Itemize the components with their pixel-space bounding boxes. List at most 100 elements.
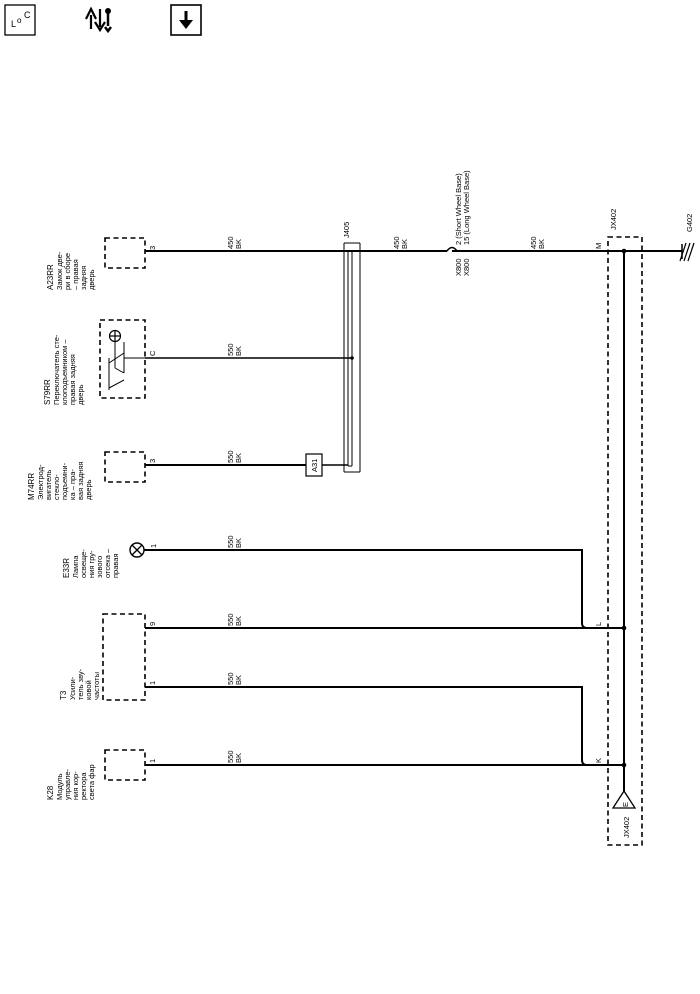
svg-text:E33R: E33R <box>62 558 71 578</box>
t3-label: T3 Усили- тель зву- ковой частоты <box>59 668 101 700</box>
switch-icon <box>108 329 145 390</box>
s79rr-pin: C <box>148 350 157 356</box>
e33r-label: E33R Лампа освеще- ния гру- зового отсек… <box>62 548 120 578</box>
a23rr-label: A23RR Замок две- ри в сборе – правая зад… <box>46 251 96 290</box>
t3-pin-9: 9 <box>148 622 157 626</box>
svg-text:дверь: дверь <box>76 384 85 405</box>
svg-text:BK: BK <box>234 239 243 249</box>
svg-text:450: 450 <box>529 236 538 249</box>
svg-text:J405: J405 <box>342 222 351 238</box>
wire-t3-9-label: 550 BK <box>226 613 243 626</box>
svg-text:света фар: света фар <box>87 764 96 800</box>
svg-text:M: M <box>594 243 603 249</box>
svg-text:15 (Long Wheel Base): 15 (Long Wheel Base) <box>462 170 471 245</box>
signal-flow-button[interactable] <box>85 6 112 34</box>
svg-text:тель зву-: тель зву- <box>76 668 85 700</box>
svg-text:правая задняя: правая задняя <box>68 354 77 405</box>
svg-text:550: 550 <box>226 343 235 356</box>
svg-text:подъемни-: подъемни- <box>60 462 69 500</box>
wire-t3-1 <box>145 686 624 766</box>
svg-text:BK: BK <box>234 453 243 463</box>
m74rr-component <box>104 451 146 483</box>
svg-text:S79RR: S79RR <box>43 379 52 405</box>
svg-text:X800: X800 <box>462 258 471 276</box>
svg-text:L: L <box>11 19 16 29</box>
down-arrow-icon <box>179 11 193 29</box>
svg-text:правая: правая <box>111 553 120 578</box>
svg-text:450: 450 <box>392 236 401 249</box>
svg-text:вигатель: вигатель <box>44 470 53 500</box>
k28-component <box>104 749 146 781</box>
e33r-pin: 1 <box>149 544 158 548</box>
svg-text:Лампа: Лампа <box>71 555 80 578</box>
svg-text:Переключатель сте-: Переключатель сте- <box>52 334 61 405</box>
svg-text:Замок две-: Замок две- <box>55 251 64 290</box>
svg-text:освеще-: освеще- <box>79 549 88 578</box>
svg-text:550: 550 <box>226 613 235 626</box>
j405-label: J405 <box>342 222 351 238</box>
svg-text:BK: BK <box>234 538 243 548</box>
svg-text:C: C <box>148 350 157 356</box>
location-view-button[interactable]: L o C <box>4 4 36 36</box>
svg-text:управле-: управле- <box>63 768 72 800</box>
k28-pin: 1 <box>148 759 157 763</box>
svg-text:T3: T3 <box>59 690 68 700</box>
wire-a23rr-label-2: 450 BK <box>392 236 409 249</box>
svg-text:BK: BK <box>234 616 243 626</box>
svg-text:450: 450 <box>226 236 235 249</box>
svg-text:A23RR: A23RR <box>46 264 55 290</box>
svg-text:зового: зового <box>95 556 104 578</box>
svg-text:Усили-: Усили- <box>68 676 77 700</box>
svg-text:K28: K28 <box>46 785 55 800</box>
x800-connector-icon <box>446 246 458 252</box>
svg-text:BK: BK <box>537 239 546 249</box>
download-button[interactable] <box>170 4 202 36</box>
m74rr-pin: 3 <box>148 459 157 463</box>
svg-text:BK: BK <box>234 753 243 763</box>
svg-text:– правая: – правая <box>71 259 80 290</box>
svg-text:E: E <box>621 802 630 807</box>
svg-text:BK: BK <box>234 675 243 685</box>
svg-text:дверь: дверь <box>84 479 93 500</box>
k28-label: K28 Модуль управле- ния кор- ректора све… <box>46 764 96 800</box>
svg-text:ния гру-: ния гру- <box>87 550 96 578</box>
jx402-bottom-label: JX402 <box>622 817 631 838</box>
svg-text:1: 1 <box>148 759 157 763</box>
svg-text:1: 1 <box>148 681 157 685</box>
ground-icon <box>679 242 695 262</box>
wire-t3-1-label: 550 BK <box>226 672 243 685</box>
svg-text:C: C <box>24 10 31 20</box>
a31-block: A31 <box>305 453 323 477</box>
jx402-pin-m: M <box>594 243 603 249</box>
svg-text:2 (Short Wheel Base): 2 (Short Wheel Base) <box>454 173 463 245</box>
wire-m74rr-label: 550 BK <box>226 450 243 463</box>
wire-s79rr-label: 550 BK <box>226 343 243 356</box>
svg-text:ния кор-: ния кор- <box>71 771 80 800</box>
svg-text:стекло-: стекло- <box>52 474 61 500</box>
a23rr-pin: 3 <box>148 246 157 250</box>
lamp-icon <box>129 542 145 558</box>
jx402-enclosure <box>607 236 643 846</box>
s79rr-label: S79RR Переключатель сте- клоподъемником … <box>43 334 85 405</box>
svg-text:задняя: задняя <box>79 266 88 290</box>
wire-e33r-label: 550 BK <box>226 535 243 548</box>
svg-text:Модуль: Модуль <box>55 773 64 800</box>
svg-text:3: 3 <box>148 459 157 463</box>
location-icon: L o C <box>11 10 31 29</box>
jx402-pin-k: K <box>594 758 603 763</box>
svg-text:550: 550 <box>226 672 235 685</box>
wire-e33r <box>144 549 624 629</box>
svg-text:BK: BK <box>400 239 409 249</box>
m74rr-label: M74RR Электрод- вигатель стекло- подъемн… <box>27 462 93 500</box>
t3-pin-1: 1 <box>148 681 157 685</box>
svg-text:A31: A31 <box>310 459 319 472</box>
wire-a23rr-label-1: 450 BK <box>226 236 243 249</box>
arrows-wrench-icon <box>85 6 112 34</box>
svg-text:550: 550 <box>226 450 235 463</box>
g402-label: G402 <box>685 214 694 232</box>
svg-text:3: 3 <box>148 246 157 250</box>
svg-text:G402: G402 <box>685 214 694 232</box>
svg-text:ректора: ректора <box>79 772 88 800</box>
svg-text:ри в сборе: ри в сборе <box>63 253 72 290</box>
